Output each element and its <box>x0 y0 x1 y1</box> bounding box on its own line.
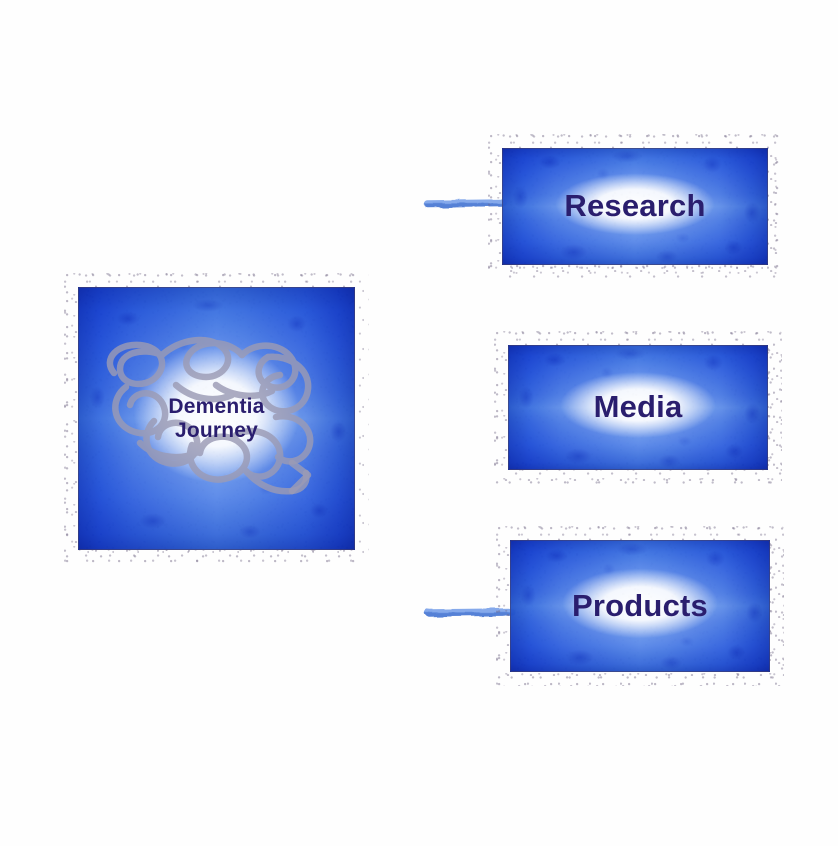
watercolor-wash <box>502 148 768 265</box>
node-media-label: Media <box>593 389 683 425</box>
node-outline <box>508 345 768 470</box>
node-research-label: Research <box>564 188 706 224</box>
node-research[interactable]: Research <box>488 134 782 279</box>
node-products-label: Products <box>572 587 708 623</box>
node-dementia-journey[interactable]: Dementia Journey <box>64 273 369 564</box>
watercolor-blotches <box>502 148 768 265</box>
node-outline <box>510 540 770 672</box>
watercolor-wash <box>508 345 768 470</box>
node-outline <box>502 148 768 265</box>
node-media[interactable]: Media <box>494 331 782 484</box>
node-products[interactable]: Products <box>496 526 784 686</box>
watercolor-blotches <box>508 345 768 470</box>
watercolor-blotches <box>510 540 770 672</box>
watercolor-wash <box>510 540 770 672</box>
node-dementia-journey-label: Dementia Journey <box>168 394 265 442</box>
node-outline <box>78 287 355 550</box>
